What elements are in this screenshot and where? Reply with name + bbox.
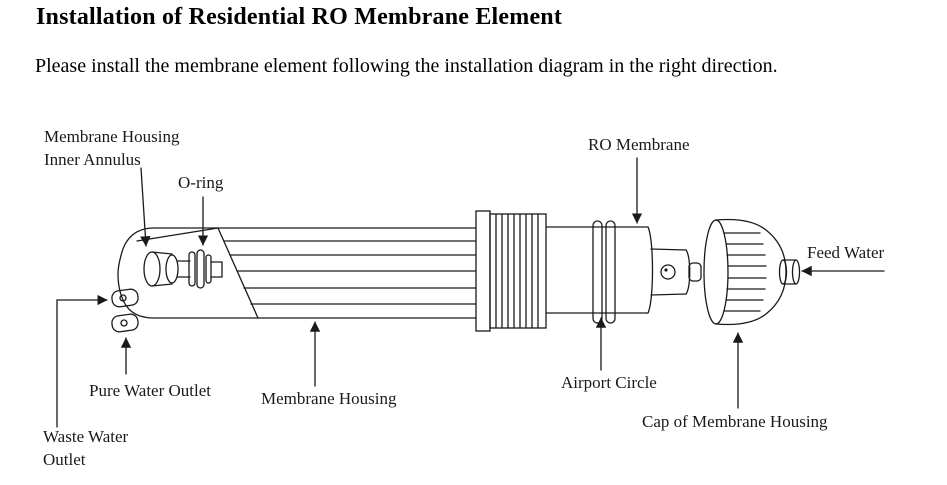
- label-airport-circle: Airport Circle: [561, 373, 657, 392]
- label-feed-water: Feed Water: [807, 243, 885, 262]
- ro-membrane-drawing: [545, 220, 702, 324]
- threaded-connector-drawing: [475, 210, 547, 332]
- outlet-tabs-drawing: [111, 288, 139, 333]
- page-title: Installation of Residential RO Membrane …: [36, 4, 563, 30]
- label-ro-membrane: RO Membrane: [588, 135, 690, 154]
- label-cap-of-membrane-housing: Cap of Membrane Housing: [642, 412, 828, 431]
- label-pure-water-outlet: Pure Water Outlet: [89, 381, 212, 400]
- inner-annulus-drawing: [143, 249, 223, 289]
- callout-arrows: [56, 157, 885, 428]
- label-waste-water-outlet: Waste Water Outlet: [43, 427, 129, 469]
- label-o-ring: O-ring: [178, 173, 224, 192]
- arrow-inner-annulus: [140, 167, 151, 247]
- cap-drawing: [703, 218, 801, 326]
- membrane-housing-drawing: [117, 227, 477, 319]
- arrow-waste-water-outlet: [56, 294, 108, 428]
- label-membrane-housing: Membrane Housing: [261, 389, 397, 408]
- label-membrane-housing-inner-annulus: Membrane Housing Inner Annulus: [44, 127, 180, 169]
- intro-text: Please install the membrane element foll…: [35, 55, 778, 77]
